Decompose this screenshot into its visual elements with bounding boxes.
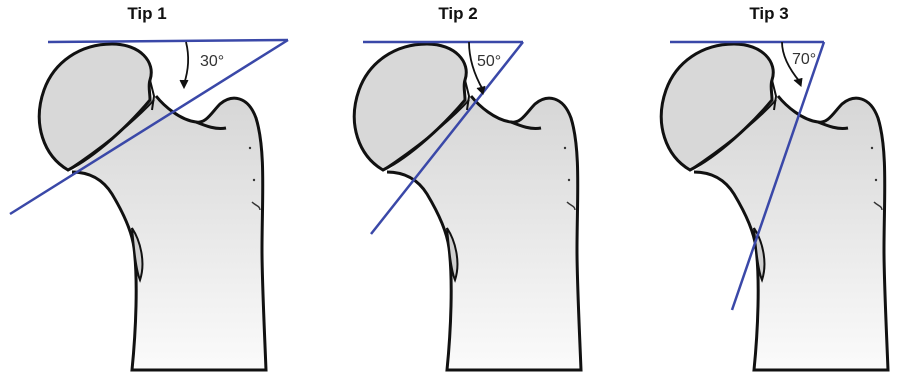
reference-line — [48, 40, 288, 42]
angle-arrow — [794, 78, 802, 86]
angle-arc — [184, 42, 188, 84]
panel-tip-3: Tip 3 70° — [622, 0, 899, 374]
panel-tip-1: Tip 1 30° — [0, 0, 300, 374]
femur-diagram: 70° — [622, 0, 899, 374]
angle-arrow — [477, 86, 485, 94]
femur-diagram: 30° — [0, 0, 300, 374]
panel-tip-2: Tip 2 50° — [315, 0, 615, 374]
femur-diagram: 50° — [315, 0, 615, 374]
angle-label: 70° — [792, 51, 816, 68]
angle-label: 50° — [477, 53, 501, 70]
angle-arrow — [180, 80, 188, 88]
angle-label: 30° — [200, 53, 224, 70]
